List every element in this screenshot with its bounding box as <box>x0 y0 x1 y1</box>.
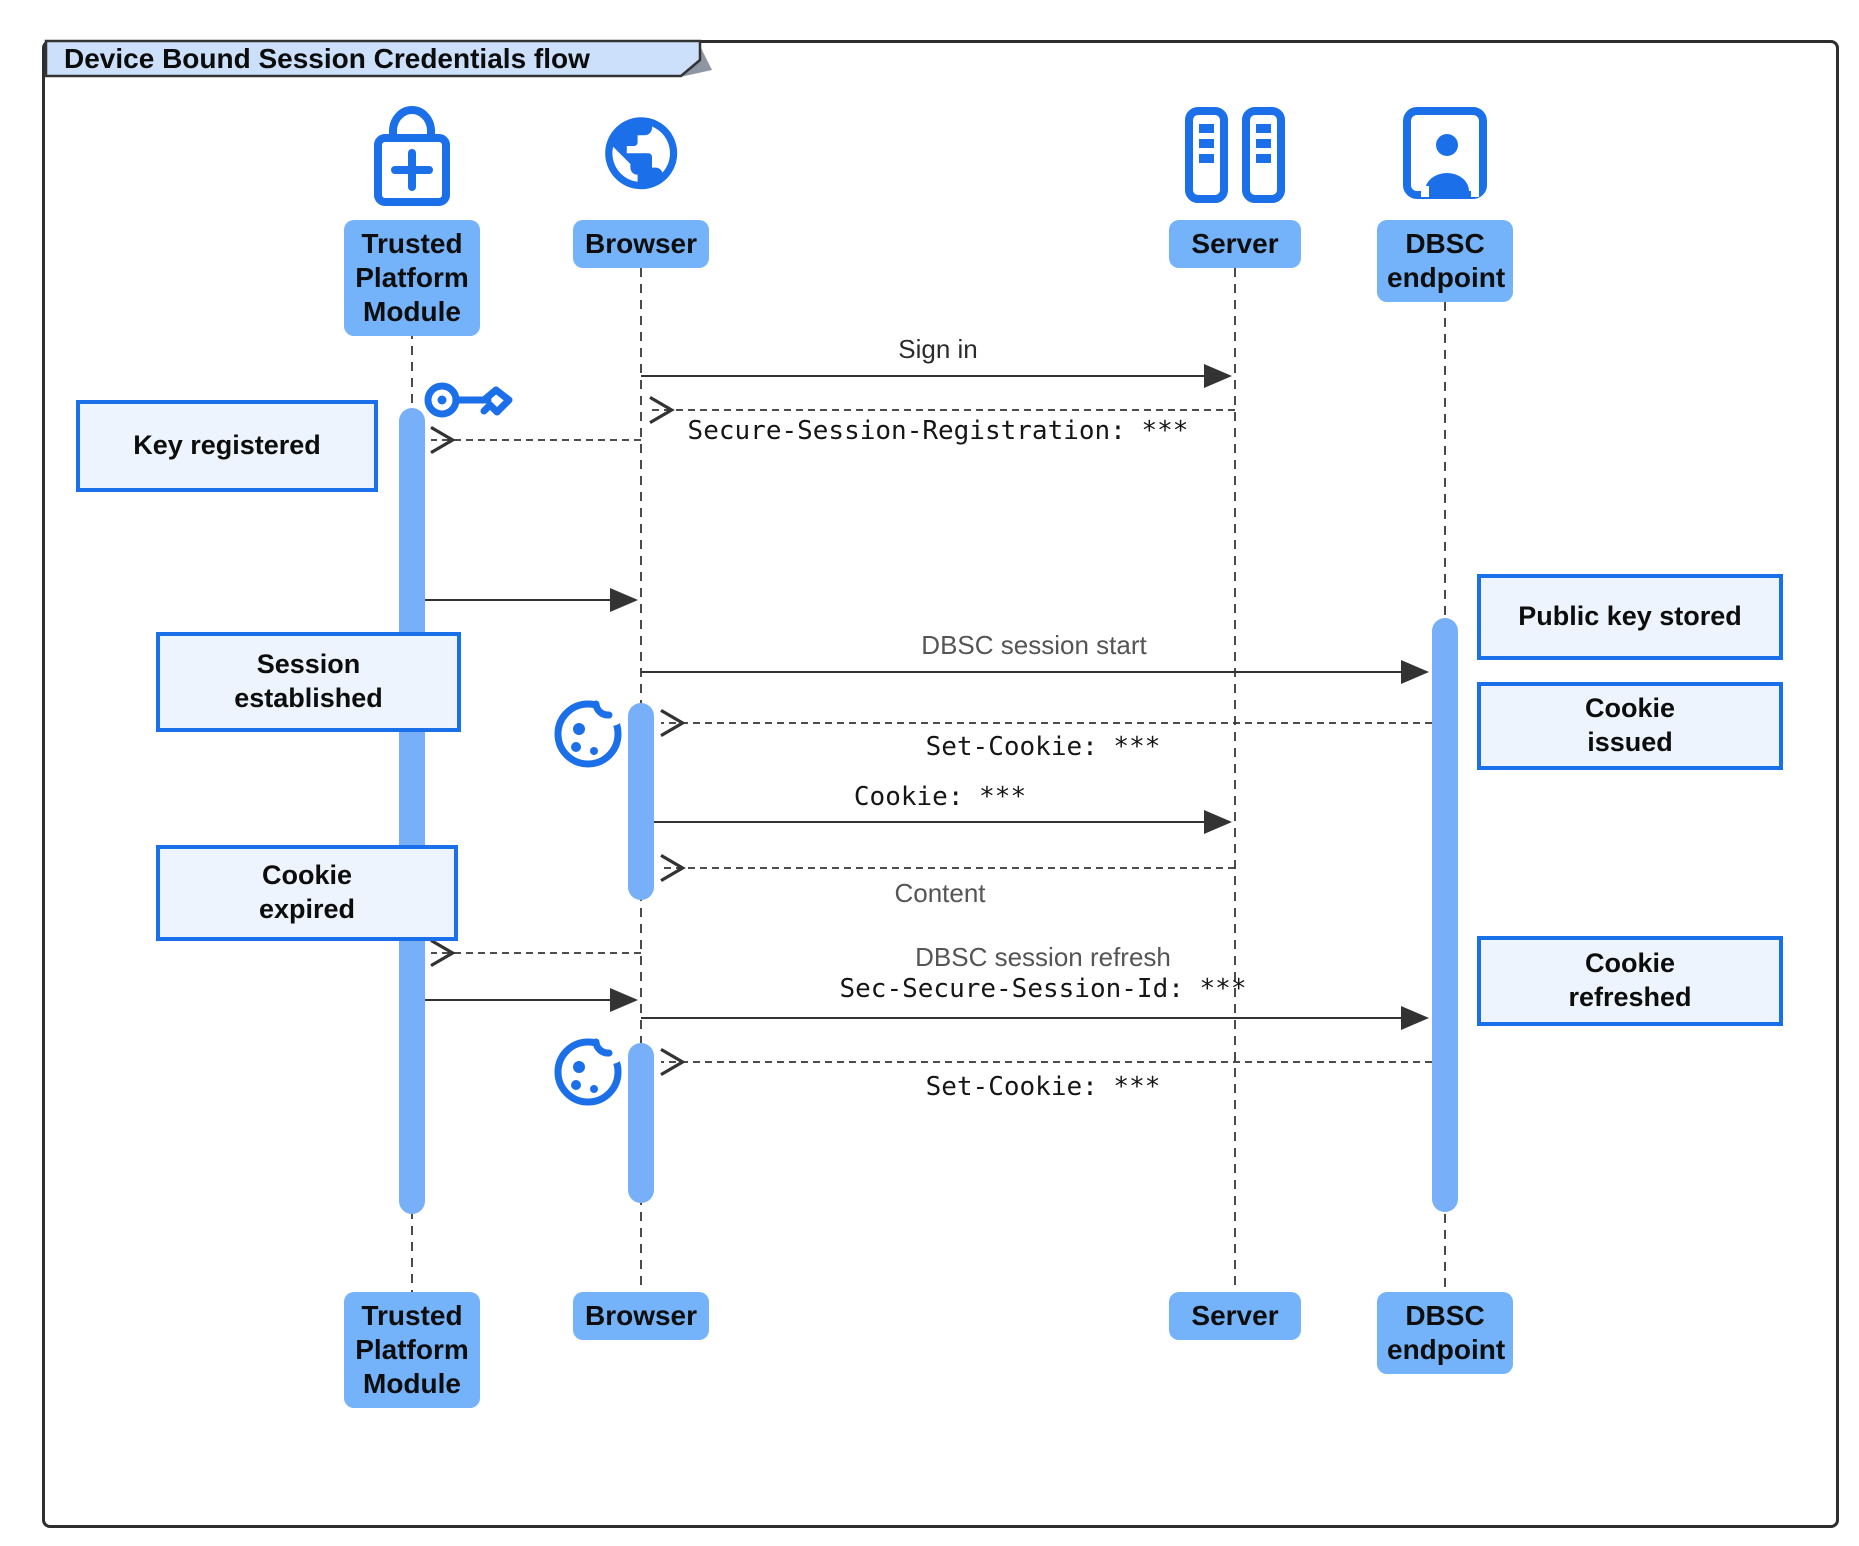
message-label-set-cookie-2: Set-Cookie: *** <box>925 1072 1161 1102</box>
actor-label-browser-top: Browser <box>573 220 709 269</box>
note-cookie-issued: Cookie issued <box>1477 682 1783 770</box>
message-label-sign-in: Sign in <box>898 334 978 364</box>
cookie-icon <box>554 696 626 768</box>
diagram-frame <box>42 40 1839 1528</box>
note-public-key-stored: Public key stored <box>1477 574 1783 660</box>
actor-label-browser-bottom: Browser <box>573 1292 709 1341</box>
actor-label-dbsc-top: DBSC endpoint <box>1377 220 1513 303</box>
note-cookie-expired-text: Cookie expired <box>258 860 356 924</box>
note-session-established-text: Session established <box>234 649 383 713</box>
message-label-sec-secure-session-id: Sec-Secure-Session-Id: *** <box>839 974 1247 1004</box>
message-label-set-cookie-1: Set-Cookie: *** <box>925 732 1161 762</box>
activation-bar-browser-2 <box>628 1043 654 1203</box>
actor-label-tpm-bottom: Trusted Platform Module <box>344 1292 480 1409</box>
note-cookie-refreshed-text: Cookie refreshed <box>1568 948 1692 1012</box>
note-session-established: Session established <box>156 632 461 732</box>
activation-bar-tpm <box>399 408 425 1214</box>
actor-label-tpm-top: Trusted Platform Module <box>344 220 480 337</box>
note-cookie-issued-text: Cookie issued <box>1584 693 1676 757</box>
note-key-registered-text: Key registered <box>133 430 321 461</box>
message-label-dbsc-session-refresh: DBSC session refresh <box>915 942 1171 972</box>
diagram-title: Device Bound Session Credentials flow <box>64 43 590 74</box>
note-cookie-expired: Cookie expired <box>156 845 458 941</box>
note-key-registered: Key registered <box>76 400 378 492</box>
message-label-cookie: Cookie: *** <box>853 782 1027 812</box>
note-cookie-refreshed: Cookie refreshed <box>1477 936 1783 1026</box>
activation-bar-browser-1 <box>628 703 654 900</box>
message-label-content: Content <box>894 878 986 908</box>
key-icon <box>424 382 513 418</box>
server-rack-icon <box>1185 107 1285 203</box>
actor-label-server-top: Server <box>1169 220 1301 269</box>
note-public-key-stored-text: Public key stored <box>1518 601 1742 632</box>
message-label-dbsc-session-start: DBSC session start <box>921 630 1147 660</box>
person-badge-icon <box>1403 107 1487 199</box>
actor-label-server-bottom: Server <box>1169 1292 1301 1341</box>
title-tab <box>44 39 712 78</box>
cookie-icon <box>554 1034 626 1106</box>
activation-bar-dbsc <box>1432 618 1458 1212</box>
globe-icon <box>605 117 678 190</box>
message-label-secure-session-registration: Secure-Session-Registration: *** <box>687 416 1189 446</box>
actor-label-dbsc-bottom: DBSC endpoint <box>1377 1292 1513 1375</box>
lock-plus-icon <box>374 106 450 206</box>
